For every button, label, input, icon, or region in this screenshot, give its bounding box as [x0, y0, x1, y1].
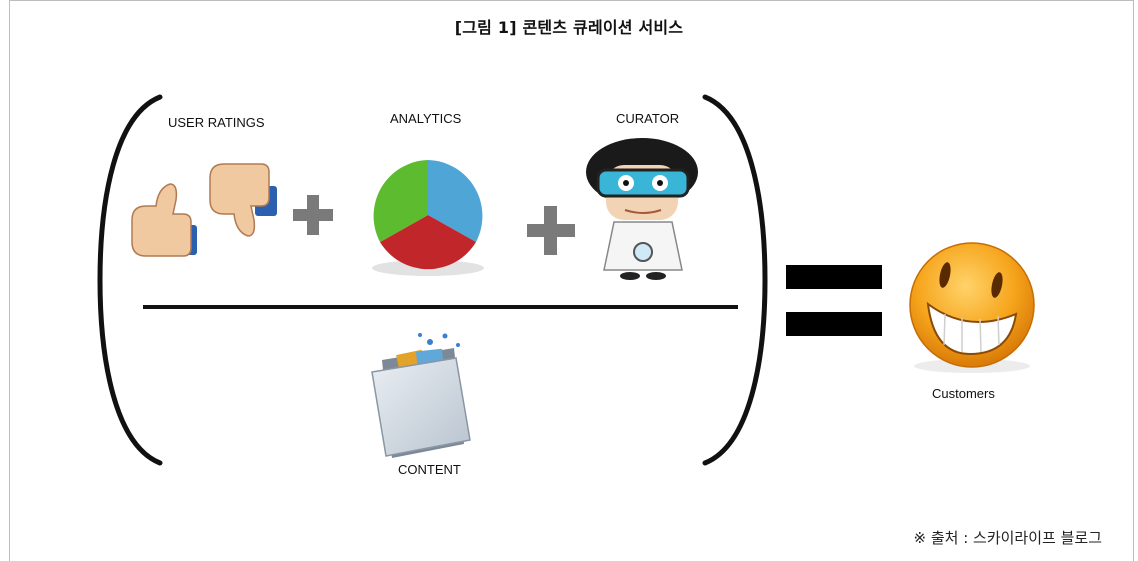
label-user-ratings: USER RATINGS	[168, 115, 265, 130]
left-bracket	[97, 94, 163, 466]
figure-frame	[9, 0, 1134, 561]
plus-icon	[293, 195, 333, 235]
curator-scientist-icon	[586, 138, 698, 280]
label-customers: Customers	[932, 386, 995, 401]
label-content: CONTENT	[398, 462, 461, 477]
label-analytics: ANALYTICS	[390, 111, 462, 126]
plus-icon	[527, 206, 575, 255]
thumbs-down-icon	[209, 163, 277, 237]
figure-title: [그림 1] 콘텐츠 큐레이션 서비스	[454, 18, 684, 37]
source-caption: ※ 출처 : 스카이라이프 블로그	[913, 529, 1103, 547]
pie-chart-icon	[372, 160, 484, 276]
right-bracket	[702, 94, 768, 466]
label-curator: CURATOR	[616, 111, 680, 126]
smiley-face-icon	[909, 242, 1035, 373]
equals-icon	[786, 265, 882, 336]
folder-icon	[371, 333, 471, 458]
thumbs-up-icon	[131, 183, 197, 257]
